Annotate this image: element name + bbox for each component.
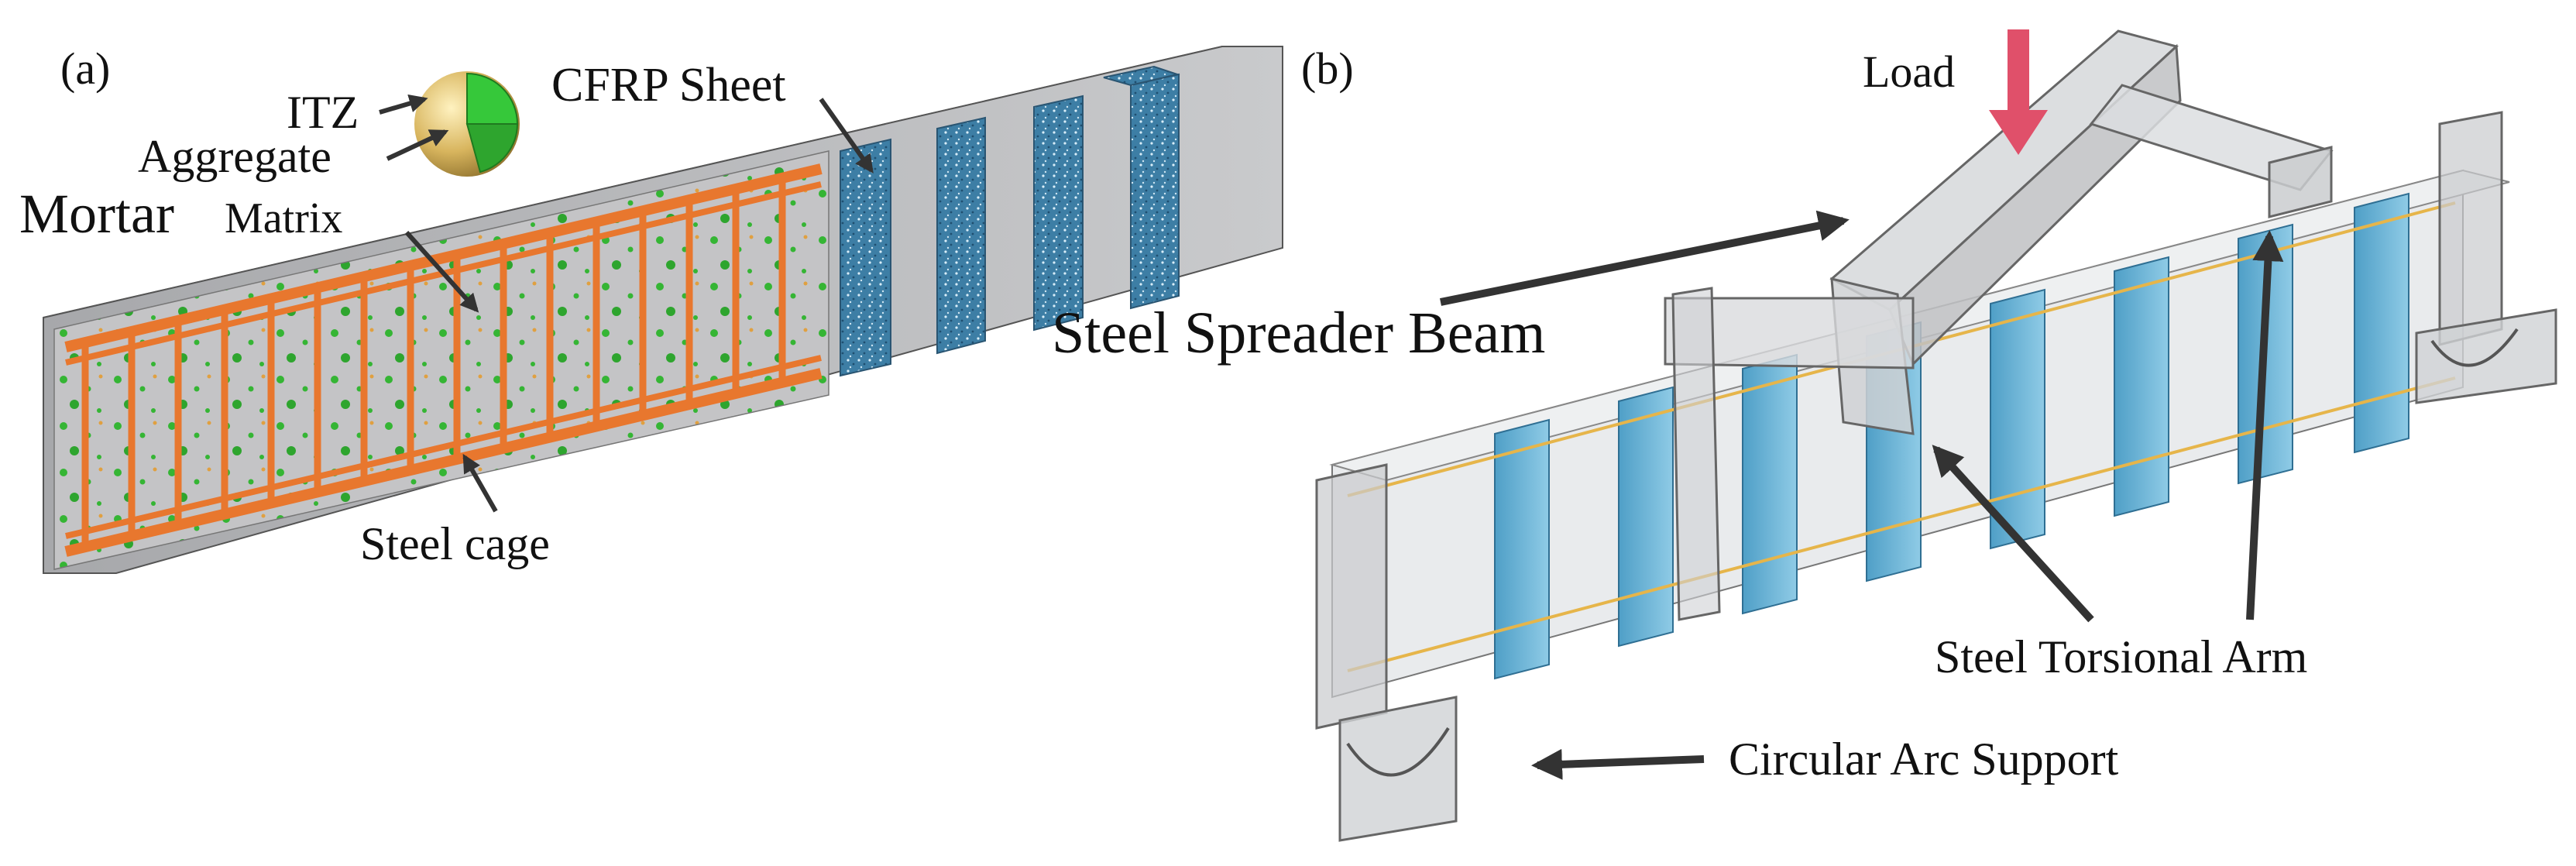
cfrp-cell (1618, 386, 1674, 648)
panel-a-tag: (a) (60, 43, 110, 94)
aggregate-core-lower (465, 123, 519, 174)
aggregate-core (466, 72, 519, 125)
spreader-left-pad (1671, 287, 1721, 621)
right-end-cap (2438, 111, 2503, 346)
left-end-cap (1315, 463, 1388, 730)
steel-cage-top-bar (64, 163, 823, 352)
arc-cutout-right (2430, 328, 2519, 367)
steel-cage-bottom-bar-2 (65, 355, 822, 539)
cfrp-arrow (819, 98, 874, 174)
steel-cage (64, 163, 823, 557)
cfrp-strip-top (1103, 65, 1180, 87)
spreader-crossbar (1664, 297, 1915, 369)
cfrp-cell (2114, 256, 2169, 517)
cfrp-strip (1033, 95, 1084, 332)
cfrp-cell (1990, 288, 2045, 550)
cfrp-sheets (840, 65, 1180, 377)
right-support (2415, 111, 2557, 404)
circular-arc-support-right (2415, 308, 2557, 404)
torsional-label: Steel Torsional Arm (1935, 631, 2307, 682)
mortar-label: Mortar (19, 183, 174, 245)
left-support (1315, 463, 1458, 842)
itz-arrow (379, 94, 428, 115)
support-label: Circular Arc Support (1729, 734, 2119, 785)
cfrp-cell (2354, 192, 2409, 454)
steel-torsional-arm (2089, 84, 2334, 218)
torsional-arrow-2 (2246, 230, 2284, 620)
arc-cutout-left (1346, 727, 1450, 777)
panel-b-tag: (b) (1301, 43, 1354, 94)
matrix-arrow (404, 230, 479, 313)
spreader-arrow (1440, 210, 1850, 306)
itz-label: ITZ (287, 87, 359, 138)
aggregate-arrow (386, 129, 449, 161)
torsional-arrow-1 (1932, 445, 2094, 623)
load-arrow (1989, 29, 2048, 155)
spreader-label: Steel Spreader Beam (1052, 301, 1545, 366)
steel-cage-bottom-bar (64, 368, 823, 557)
stirrups (81, 180, 786, 547)
panel-a: (a) ITZ Aggregate Mortar Matrix CFRP She… (19, 43, 1283, 574)
steel-cage-arrow (462, 453, 498, 513)
steel-cage-label: Steel cage (360, 518, 550, 569)
support-arrow (1531, 748, 1705, 780)
load-label: Load (1863, 46, 1955, 97)
circular-arc-support-left (1338, 696, 1458, 842)
cfrp-cell (1742, 353, 1798, 615)
panel-b: (b) Load Steel Spreader Beam Steel Torsi… (1052, 29, 2557, 842)
cfrp-strip (840, 138, 891, 377)
cfrp-strip (936, 116, 986, 355)
cfrp-strip (1130, 73, 1180, 310)
panel-b-arrows (1440, 210, 2284, 780)
matrix-label: Matrix (225, 194, 342, 242)
aggregate-sphere (414, 71, 520, 177)
cfrp-cell (1494, 418, 1550, 680)
mortar-matrix-section (53, 150, 829, 570)
torsional-arm-post (2268, 146, 2333, 218)
aggregate-label: Aggregate (138, 131, 331, 182)
cfrp-label: CFRP Sheet (551, 59, 786, 112)
panel-a-arrows (379, 94, 874, 513)
